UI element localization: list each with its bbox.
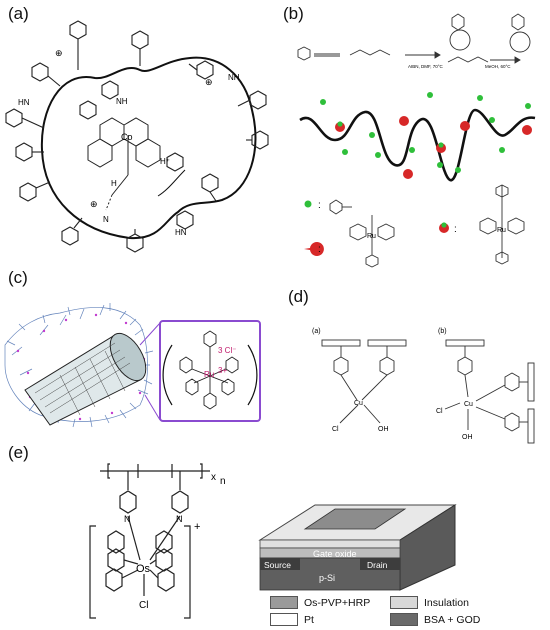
- polymer-chain-b: [299, 108, 536, 182]
- legend-swatch-bsa-god: [390, 613, 418, 626]
- legend-item-os-pvp: Os-PVP+HRP: [270, 596, 370, 609]
- oh-label-b: OH: [462, 434, 473, 441]
- legend-item-pt: Pt: [270, 613, 314, 626]
- legend-label-os-pvp: Os-PVP+HRP: [304, 596, 371, 609]
- panel-b-polymer-scheme: AIBN, DMF, 70°C MeOH, 60°C : : : Ru Ru: [297, 13, 536, 268]
- legend-swatch-insulation: [390, 596, 418, 609]
- nh-label-1: NH: [228, 73, 240, 82]
- charge-plus-e: +: [194, 521, 200, 533]
- legend-item-bsa-god: BSA + GOD: [390, 613, 480, 626]
- legend-label-insulation: Insulation: [424, 596, 469, 609]
- source-label: Source: [264, 560, 291, 570]
- sub-label-b: (b): [438, 328, 447, 335]
- panel-d-cu-complexes: (a) (b) Cu Cl OH Cu Cl OH: [312, 328, 535, 444]
- cl-label-e: Cl: [139, 600, 148, 611]
- oh-label-a: OH: [378, 426, 389, 433]
- legend-colon-1: :: [318, 200, 321, 211]
- red-pendant-group: [335, 116, 532, 179]
- legend-label-pt: Pt: [304, 613, 314, 626]
- legend-swatch-os-pvp: [270, 596, 298, 609]
- panel-a-polymer-diagram: Co N H H⁺ NH HN HN NH ⊕ ⊕ ⊕: [5, 20, 269, 253]
- ru-charge-c: 3+: [218, 366, 227, 375]
- plus-sign-2: ⊕: [205, 77, 213, 87]
- plus-sign-3: ⊕: [90, 199, 98, 209]
- substrate-label: p-Si: [319, 573, 335, 583]
- legend-colon-2: :: [318, 244, 321, 255]
- panel-label-a: (a): [8, 4, 29, 23]
- co-center-label: Co: [121, 132, 133, 142]
- ru-label-1: Ru: [367, 233, 376, 240]
- device-gate-area: [303, 508, 407, 530]
- ru-center-c: Ru: [204, 370, 214, 379]
- hn-label-2: HN: [175, 228, 187, 237]
- cl-label-a: Cl: [332, 426, 339, 433]
- ru-label-2: Ru: [497, 227, 506, 234]
- sub-label-a: (a): [312, 328, 321, 335]
- condition-aibn: AIBN, DMF, 70°C: [408, 64, 444, 69]
- panel-e-os-polymer: x n N N Os Cl +: [89, 463, 226, 619]
- gate-oxide-label: Gate oxide: [313, 549, 357, 559]
- hplus-label-a: H⁺: [160, 157, 170, 166]
- drain-label: Drain: [367, 560, 388, 570]
- n-atom-right: N: [176, 514, 183, 524]
- subscript-n: n: [220, 476, 226, 487]
- legend-swatch-pt: [270, 613, 298, 626]
- hn-label-1: HN: [18, 98, 30, 107]
- panel-label-c: (c): [8, 268, 28, 287]
- cu-label-b: Cu: [464, 401, 473, 408]
- condition-meoh: MeOH, 60°C: [485, 64, 511, 69]
- n-atom-left: N: [124, 514, 131, 524]
- plus-sign-1: ⊕: [55, 48, 63, 58]
- panel-label-b: (b): [283, 4, 304, 23]
- counter-ion-c: 3 Cl⁻: [218, 346, 236, 355]
- os-center: Os: [136, 563, 151, 575]
- panel-label-e: (e): [8, 443, 29, 462]
- proton-arrow: [157, 169, 186, 197]
- legend-label-bsa-god: BSA + GOD: [424, 613, 481, 626]
- subscript-x: x: [211, 472, 216, 483]
- cu-label-a: Cu: [354, 400, 363, 407]
- panel-e-device: Gate oxide Source Drain p-Si: [258, 504, 457, 591]
- nh-label-2: NH: [116, 97, 128, 106]
- legend-red-pacman: [304, 242, 324, 257]
- n-plus-label-a: N: [103, 215, 109, 224]
- cl-label-b: Cl: [436, 408, 443, 415]
- h-label-a: H: [111, 179, 117, 188]
- panel-label-d: (d): [288, 287, 309, 306]
- panel-c-nanotube: Ru 3+ 3 Cl⁻: [4, 303, 261, 428]
- legend-colon-3: :: [454, 224, 457, 235]
- legend-item-insulation: Insulation: [390, 596, 469, 609]
- legend-green-dot: [304, 200, 312, 208]
- green-pendant-group: [320, 92, 531, 173]
